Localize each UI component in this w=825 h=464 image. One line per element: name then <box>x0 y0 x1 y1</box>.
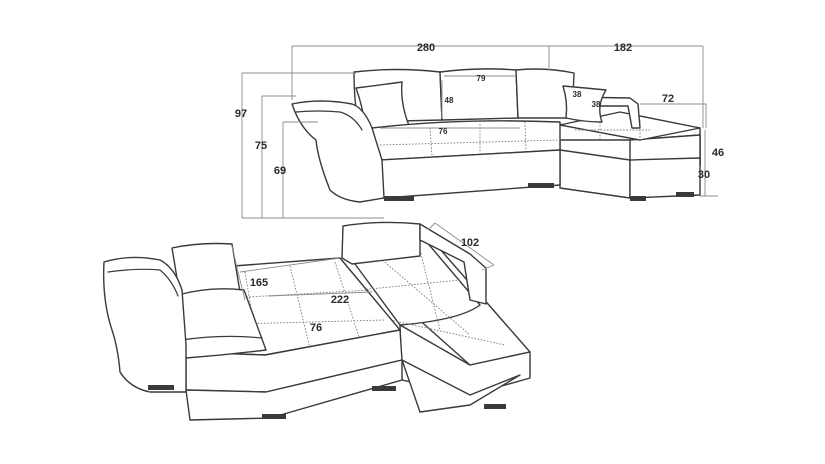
foot <box>262 414 286 419</box>
assembled-sofa <box>241 45 718 219</box>
bed-chaise-base <box>401 359 521 413</box>
foot <box>148 385 174 390</box>
dim-pillow-width: 38 <box>573 90 582 99</box>
foot <box>528 183 554 188</box>
sleeping-sofa <box>103 221 531 421</box>
headrest-upper <box>171 242 241 297</box>
dim-back-cushion-height: 48 <box>445 96 454 105</box>
backrest-dim-line <box>282 121 318 218</box>
bed-armrest-top-line <box>107 268 179 297</box>
dim-total-length: 280 <box>417 42 435 54</box>
dim-chaise-depth: 102 <box>461 237 479 249</box>
headrest-lower <box>177 288 267 359</box>
foot <box>372 386 396 391</box>
dim-armrest-height: 75 <box>255 140 267 152</box>
armrest-top-line <box>295 110 363 131</box>
foot <box>676 192 694 197</box>
bed-length-top-line <box>239 257 341 273</box>
dim-seat-depth: 76 <box>439 127 448 136</box>
bed-left-armrest <box>103 256 187 393</box>
bed-back-cushion <box>341 221 421 265</box>
left-armrest <box>291 100 385 203</box>
dim-pillow-height: 38 <box>592 100 601 109</box>
bed-base <box>185 359 403 421</box>
main-seat <box>371 120 561 161</box>
dim-chaise-width: 72 <box>662 93 674 105</box>
dim-chaise-length: 182 <box>614 42 632 54</box>
dim-chaise-seat-height: 46 <box>712 147 724 159</box>
foot <box>384 196 414 201</box>
seat-height-dim-line <box>700 130 718 197</box>
dim-bed-length: 222 <box>331 294 349 306</box>
dim-backrest-height: 69 <box>274 165 286 177</box>
seat-stitch <box>379 121 561 157</box>
chaise-base-end <box>629 157 701 199</box>
chaise-width-dim-line <box>640 103 707 128</box>
dim-leg-height: 30 <box>698 169 710 181</box>
bed-width-dim-line <box>231 245 246 301</box>
foot <box>630 196 646 201</box>
headrest-edge <box>181 335 263 341</box>
bed-right-armrest <box>419 223 487 305</box>
armrest-dim-line <box>261 95 296 218</box>
dim-back-cushion-width: 79 <box>477 74 486 83</box>
pillow-right <box>562 85 607 123</box>
height-dim-line <box>241 72 384 219</box>
dim-bed-width: 165 <box>250 277 268 289</box>
dim-total-height: 97 <box>235 108 247 120</box>
chaise-depth-dim-line <box>427 222 495 271</box>
dim-bed-seat-depth: 76 <box>310 322 322 334</box>
bed-length-dim-line <box>267 291 373 297</box>
foot <box>484 404 506 409</box>
